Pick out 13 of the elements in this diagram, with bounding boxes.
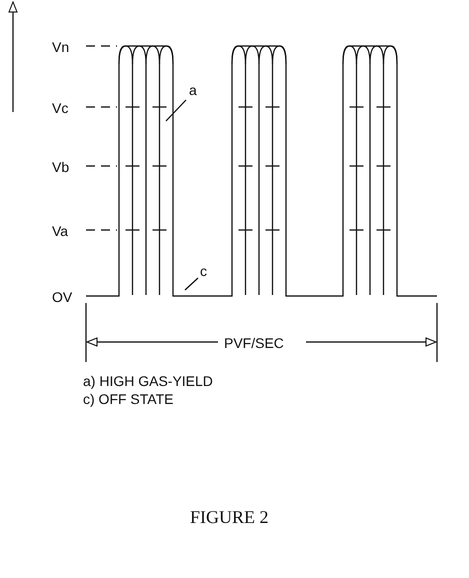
axis-level-label: OV	[52, 290, 72, 304]
figure-caption: FIGURE 2	[190, 508, 269, 526]
callout-letter: c	[200, 264, 207, 278]
leader-line	[166, 100, 186, 122]
axis-level-label: Va	[52, 224, 68, 238]
leader-line	[184, 278, 198, 290]
axis-level-label: Vb	[52, 160, 70, 174]
axis-level-label: Vn	[52, 40, 70, 54]
key-text: c) OFF STATE	[83, 392, 174, 406]
key-text: a) HIGH GAS-YIELD	[83, 374, 213, 388]
dimension-label: PVF/SEC	[224, 336, 284, 350]
axis-level-label: Vc	[52, 101, 68, 115]
callout-letter: a	[189, 83, 197, 97]
